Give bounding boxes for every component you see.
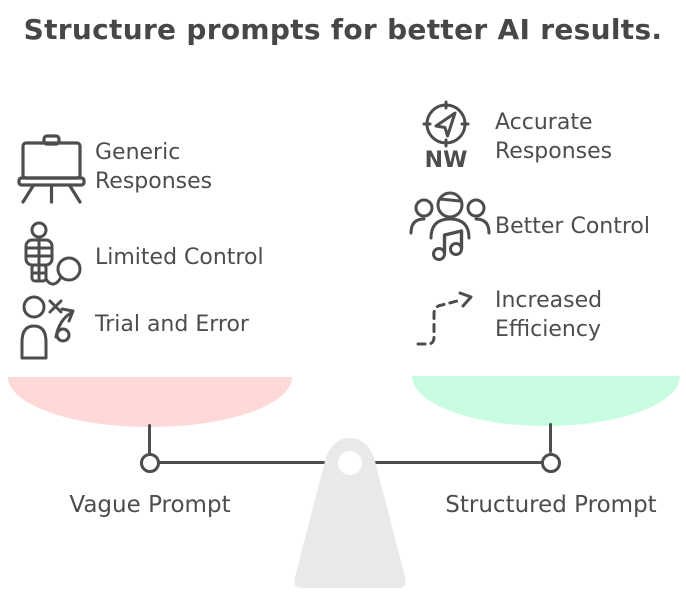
ball-and-chain-icon (16, 221, 86, 299)
item-label: Increased Efficiency (495, 288, 603, 343)
left-hanger-line (148, 424, 151, 454)
compass-direction-label: NW (424, 148, 468, 173)
team-music-icon (408, 188, 492, 264)
scale-label-right: Structured Prompt (445, 492, 657, 518)
item-label: Better Control (495, 214, 650, 239)
left-pivot-circle (140, 453, 160, 473)
item-label: Generic Responses (95, 140, 213, 195)
trial-and-error-icon (16, 292, 88, 370)
item-label: Accurate Responses (495, 110, 613, 165)
fulcrum (280, 430, 420, 599)
item-label: Limited Control (95, 245, 264, 270)
dashed-arrow-icon (415, 286, 481, 350)
easel-icon (16, 130, 88, 204)
page-title: Structure prompts for better AI results. (23, 13, 663, 46)
compass-icon: NW (420, 100, 472, 173)
right-pivot-circle (541, 453, 561, 473)
scale-label-left: Vague Prompt (69, 492, 231, 518)
item-label: Trial and Error (95, 312, 249, 337)
right-hanger-line (549, 423, 552, 453)
right-pan (412, 376, 680, 426)
left-pan (8, 377, 292, 427)
